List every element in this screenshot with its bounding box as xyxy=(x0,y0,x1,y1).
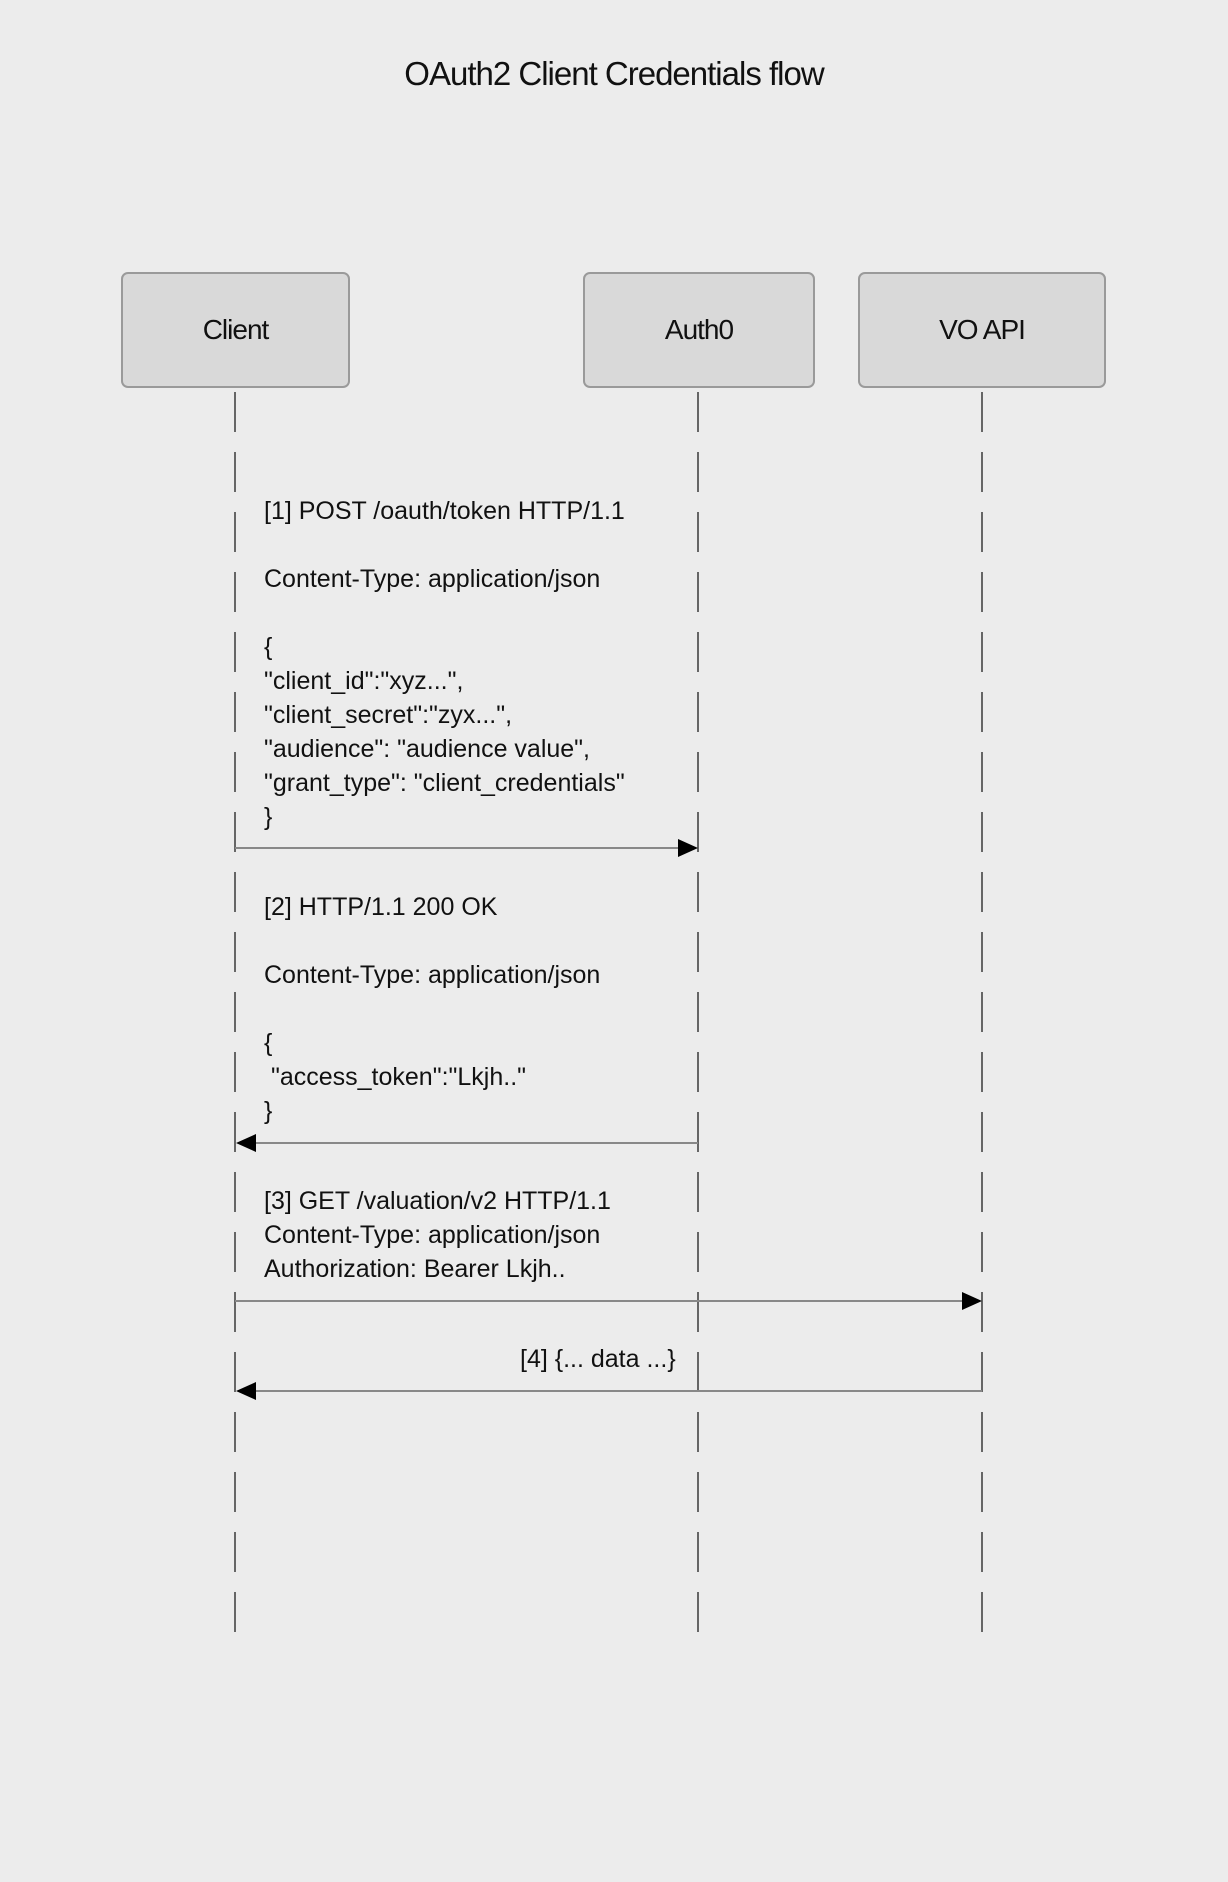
message-4-label: [4] {... data ...} xyxy=(520,1345,676,1373)
diagram-title: OAuth2 Client Credentials flow xyxy=(404,55,824,92)
lifeline-vo-api xyxy=(981,392,983,1632)
message-4-arrow xyxy=(255,1390,982,1392)
actor-label: Auth0 xyxy=(664,314,734,345)
arrow-left-icon xyxy=(236,1134,256,1152)
message-1-arrow xyxy=(235,847,679,849)
message-3-label: [3] GET /valuation/v2 HTTP/1.1 Content-T… xyxy=(264,1187,611,1283)
arrow-left-icon xyxy=(236,1382,256,1400)
message-3-arrow xyxy=(235,1300,963,1302)
lifeline-auth0 xyxy=(697,392,699,1632)
actor-client[interactable]: Client xyxy=(121,272,350,388)
lifeline-client xyxy=(234,392,236,1632)
actor-vo-api[interactable]: VO API xyxy=(858,272,1106,388)
actor-auth0[interactable]: Auth0 xyxy=(583,272,815,388)
arrow-right-icon xyxy=(678,839,698,857)
message-1-label: [1] POST /oauth/token HTTP/1.1 Content-T… xyxy=(264,497,625,831)
message-2-label: [2] HTTP/1.1 200 OK Content-Type: applic… xyxy=(264,893,601,1125)
message-2-arrow xyxy=(255,1142,698,1144)
actor-label: Client xyxy=(202,314,270,345)
arrow-right-icon xyxy=(962,1292,982,1310)
actor-label: VO API xyxy=(939,314,1026,345)
